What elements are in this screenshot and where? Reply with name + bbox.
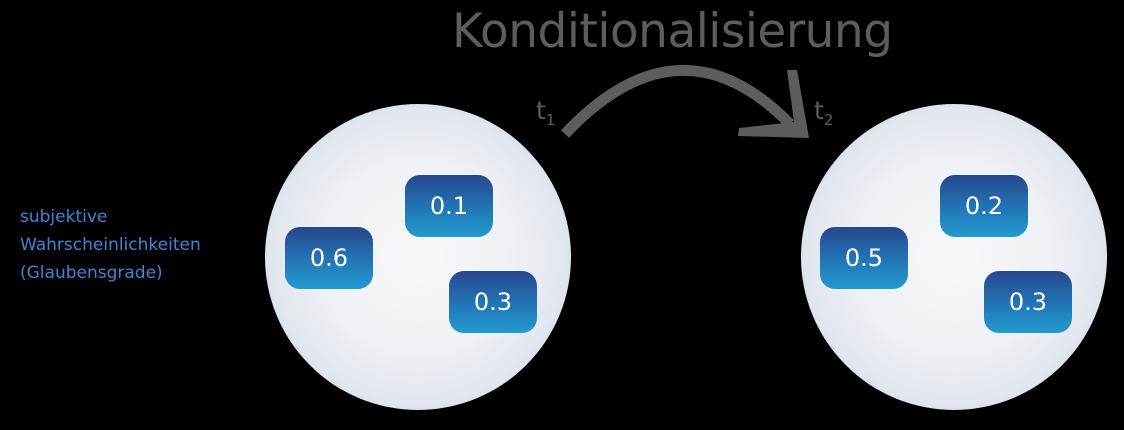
probability-badge: 0.3	[984, 271, 1072, 333]
time-label-t1: t1	[536, 96, 556, 129]
credence-label: subjektive Wahrscheinlichkeiten (Glauben…	[20, 203, 201, 287]
credence-label-line-2: Wahrscheinlichkeiten	[20, 235, 201, 255]
probability-badge: 0.5	[820, 227, 908, 289]
credence-label-line-1: subjektive	[20, 207, 108, 227]
probability-badge: 0.6	[285, 227, 373, 289]
time-label-t2: t2	[814, 96, 834, 129]
probability-badge: 0.1	[405, 175, 493, 237]
credence-label-line-3: (Glaubensgrade)	[20, 263, 163, 283]
probability-badge: 0.3	[449, 271, 537, 333]
diagram-title: Konditionalisierung	[452, 4, 893, 59]
probability-badge: 0.2	[940, 175, 1028, 237]
